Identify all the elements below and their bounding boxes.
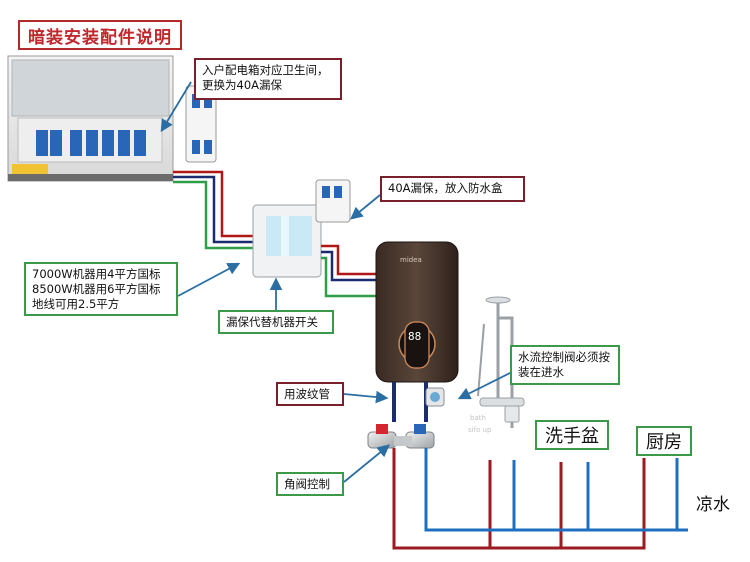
heater-wires: [321, 244, 378, 298]
note-breaker-box: 40A漏保，放入防水盒: [380, 176, 525, 202]
note-corrugated-pipe: 用波纹管: [276, 382, 344, 406]
label-cold-water: 凉水: [696, 495, 730, 515]
page-title: 暗装安装配件说明: [18, 20, 182, 50]
svg-text:bath: bath: [470, 414, 486, 422]
note-flow-valve: 水流控制阀必须按装在进水: [510, 345, 620, 385]
svg-text:88: 88: [408, 330, 421, 343]
water-heater-icon: midea 88: [375, 241, 459, 383]
label-kitchen: 厨房: [636, 426, 692, 456]
cold-water-pipes: [424, 448, 688, 532]
note-main-box: 入户配电箱对应卫生间，更换为40A漏保: [194, 58, 342, 100]
supply-wires: [173, 170, 262, 250]
flow-control-valve-icon: [425, 387, 445, 407]
note-breaker-replace: 漏保代替机器开关: [218, 310, 334, 334]
svg-text:midea: midea: [400, 256, 422, 264]
pointer-arrows: [160, 81, 513, 483]
wire-spec-line-1: 7000W机器用4平方国标: [32, 267, 161, 281]
circuit-breaker-icon: [185, 85, 217, 163]
distribution-panel-icon: [7, 55, 174, 182]
hot-corrugated-pipe: [392, 382, 396, 422]
note-wire-spec: 7000W机器用4平方国标 8500W机器用6平方国标 地线可用2.5平方: [24, 262, 178, 316]
wire-spec-line-2: 8500W机器用6平方国标: [32, 282, 161, 296]
angle-valve-cold-icon: [404, 424, 435, 449]
svg-text:sifo up: sifo up: [468, 426, 492, 434]
label-basin: 洗手盆: [535, 420, 609, 450]
angle-valve-hot-icon: [367, 424, 404, 449]
note-angle-valve: 角阀控制: [276, 472, 344, 496]
leak-breaker-icon: [315, 179, 351, 223]
hot-water-pipes: [392, 448, 646, 550]
watermark-text: bath sifo up: [468, 414, 492, 434]
waterproof-box-icon: [252, 204, 322, 278]
wire-spec-line-3: 地线可用2.5平方: [32, 297, 120, 311]
